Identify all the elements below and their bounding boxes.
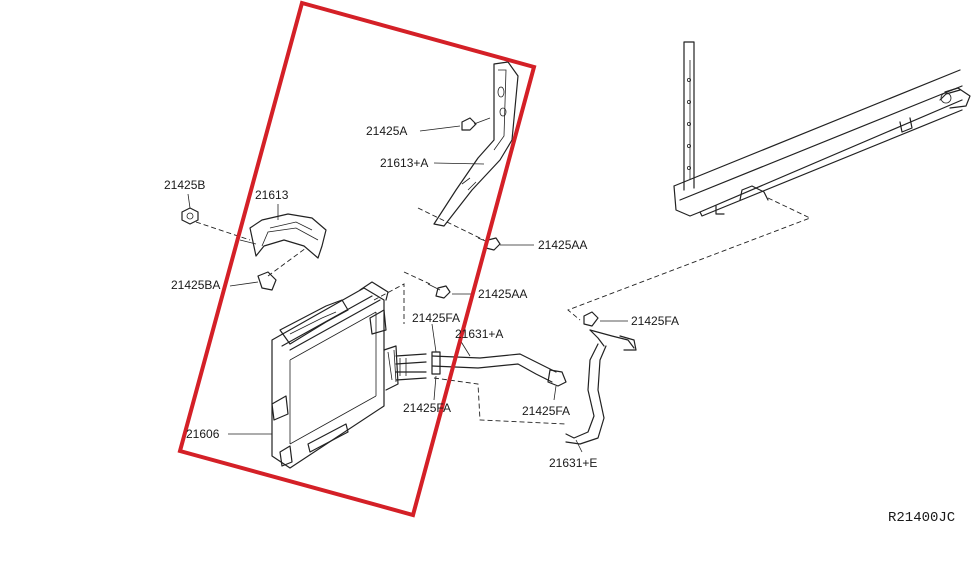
upper-bracket xyxy=(433,61,519,227)
label-21425fa-center-lower: 21425FA xyxy=(403,401,451,415)
label-21425fa-right: 21425FA xyxy=(631,314,679,328)
hose-21631a xyxy=(431,351,567,387)
leader-lines xyxy=(187,125,628,453)
oil-cooler xyxy=(271,281,427,469)
cover-21613 xyxy=(249,213,327,259)
label-21631-a: 21631+A xyxy=(455,327,503,341)
clip-21425ba xyxy=(257,271,277,291)
label-21425ba: 21425BA xyxy=(171,278,220,292)
label-21613-a: 21613+A xyxy=(380,156,428,170)
label-21613: 21613 xyxy=(255,188,289,202)
label-21425aa-lower: 21425AA xyxy=(478,287,527,301)
reference-code: R21400JC xyxy=(888,510,955,526)
label-21425fa-hose: 21425FA xyxy=(522,404,570,418)
radiator xyxy=(673,41,971,217)
bolt-21425a xyxy=(461,117,491,131)
nut-dash xyxy=(195,221,251,241)
highlight-frame xyxy=(177,0,537,518)
label-21425a: 21425A xyxy=(366,124,407,138)
radiator-link-line xyxy=(567,197,812,321)
stud-left xyxy=(239,239,257,245)
label-21606: 21606 xyxy=(186,427,220,441)
bolt-21425aa-lower xyxy=(427,283,451,299)
nut-21425b xyxy=(181,207,199,225)
cooler-bolt-dash xyxy=(373,271,431,324)
hose-link-dash xyxy=(433,377,567,425)
bracket-bolt-dash xyxy=(417,207,485,241)
label-21631-e: 21631+E xyxy=(549,456,597,470)
hose-21631e xyxy=(565,311,637,445)
label-21425fa-center-upper: 21425FA xyxy=(412,311,460,325)
label-21425b: 21425B xyxy=(164,178,205,192)
label-21425aa-upper: 21425AA xyxy=(538,238,587,252)
clip-dash xyxy=(267,247,307,277)
